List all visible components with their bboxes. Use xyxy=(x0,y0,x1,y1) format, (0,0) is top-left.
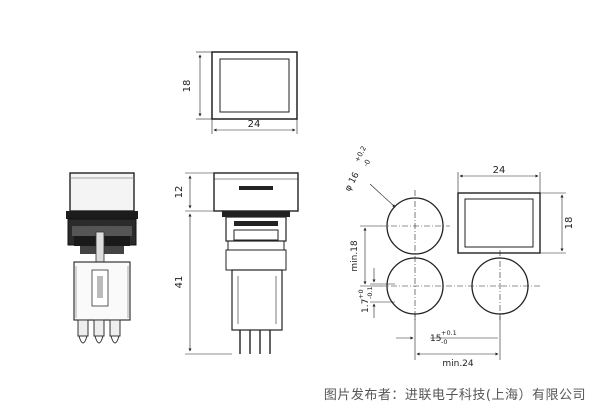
side-view-left xyxy=(66,172,138,344)
pitch-plus-label: +0.1 xyxy=(441,329,457,337)
phi-main-label: φ 16 xyxy=(343,170,361,193)
cap-height-label: 12 xyxy=(174,186,185,199)
phi-minus-label: -0 xyxy=(362,158,372,168)
total-height-label: 41 xyxy=(174,276,185,289)
pin-main-label: 1.7 xyxy=(361,299,371,313)
top-view xyxy=(196,51,298,134)
pin-dimension: 1.7 +0 -0.1 xyxy=(357,286,374,313)
side-view-center xyxy=(185,172,299,355)
pitch-dimension: 15 +0.1 -0 xyxy=(430,329,457,346)
cutout-height-label: 18 xyxy=(564,217,575,230)
top-width-label: 24 xyxy=(248,119,261,130)
min18-label: min.18 xyxy=(350,240,360,272)
phi-dimension: φ 16 +0.2 -0 xyxy=(343,145,372,194)
pin-plus-label: +0 xyxy=(357,289,365,299)
cutout-width-label: 24 xyxy=(493,165,506,176)
pitch-minus-label: -0 xyxy=(441,338,447,346)
publisher-caption: 图片发布者：进联电子科技(上海）有限公司 xyxy=(323,388,586,403)
pin-minus-label: -0.1 xyxy=(366,286,374,299)
cutout-view xyxy=(360,172,566,360)
pitch-main-label: 15 xyxy=(430,334,441,344)
top-height-label: 18 xyxy=(182,80,193,93)
min24-label: min.24 xyxy=(442,359,474,369)
